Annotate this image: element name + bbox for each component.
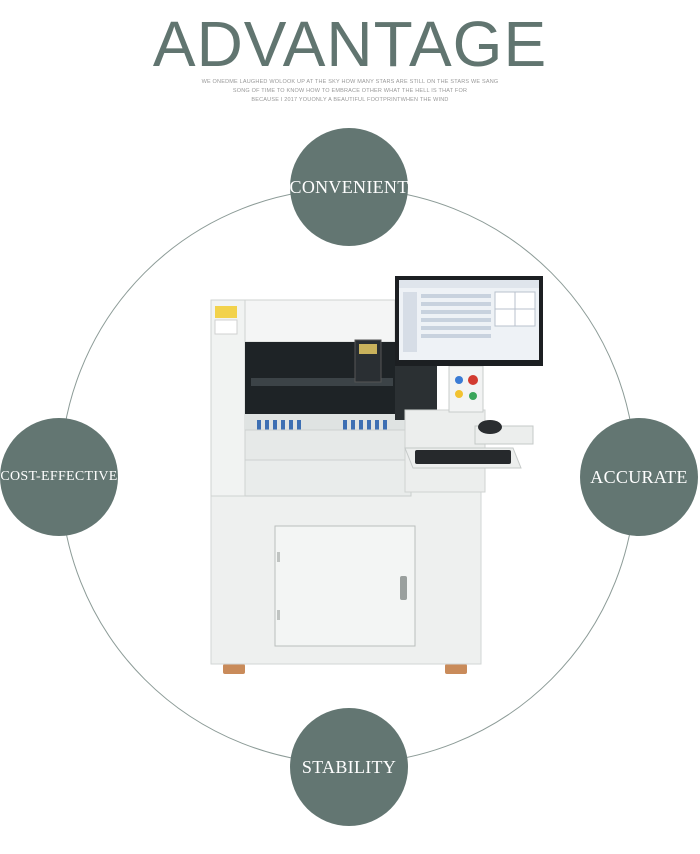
page-title: ADVANTAGE	[152, 8, 548, 80]
convenient-badge: CONVENIENT	[290, 128, 408, 246]
accurate-badge: ACCURATE	[580, 418, 698, 536]
stability-badge: STABILITY	[290, 708, 408, 826]
cost-effective-badge: COST-EFFECTIVE	[0, 418, 118, 536]
subtitle-line: BECAUSE I 2017 YOUONLY A BEAUTIFUL FOOTP…	[251, 97, 449, 103]
pick-and-place-machine-image	[210, 276, 543, 674]
subtitle-line: WE ONEDME LAUGHED WOLOOK UP AT THE SKY H…	[201, 79, 499, 85]
subtitle-line: SONG OF TIME TO KNOW HOW TO EMBRACE OTHE…	[232, 88, 468, 94]
page-subtitle: WE ONEDME LAUGHED WOLOOK UP AT THE SKY H…	[150, 78, 550, 105]
